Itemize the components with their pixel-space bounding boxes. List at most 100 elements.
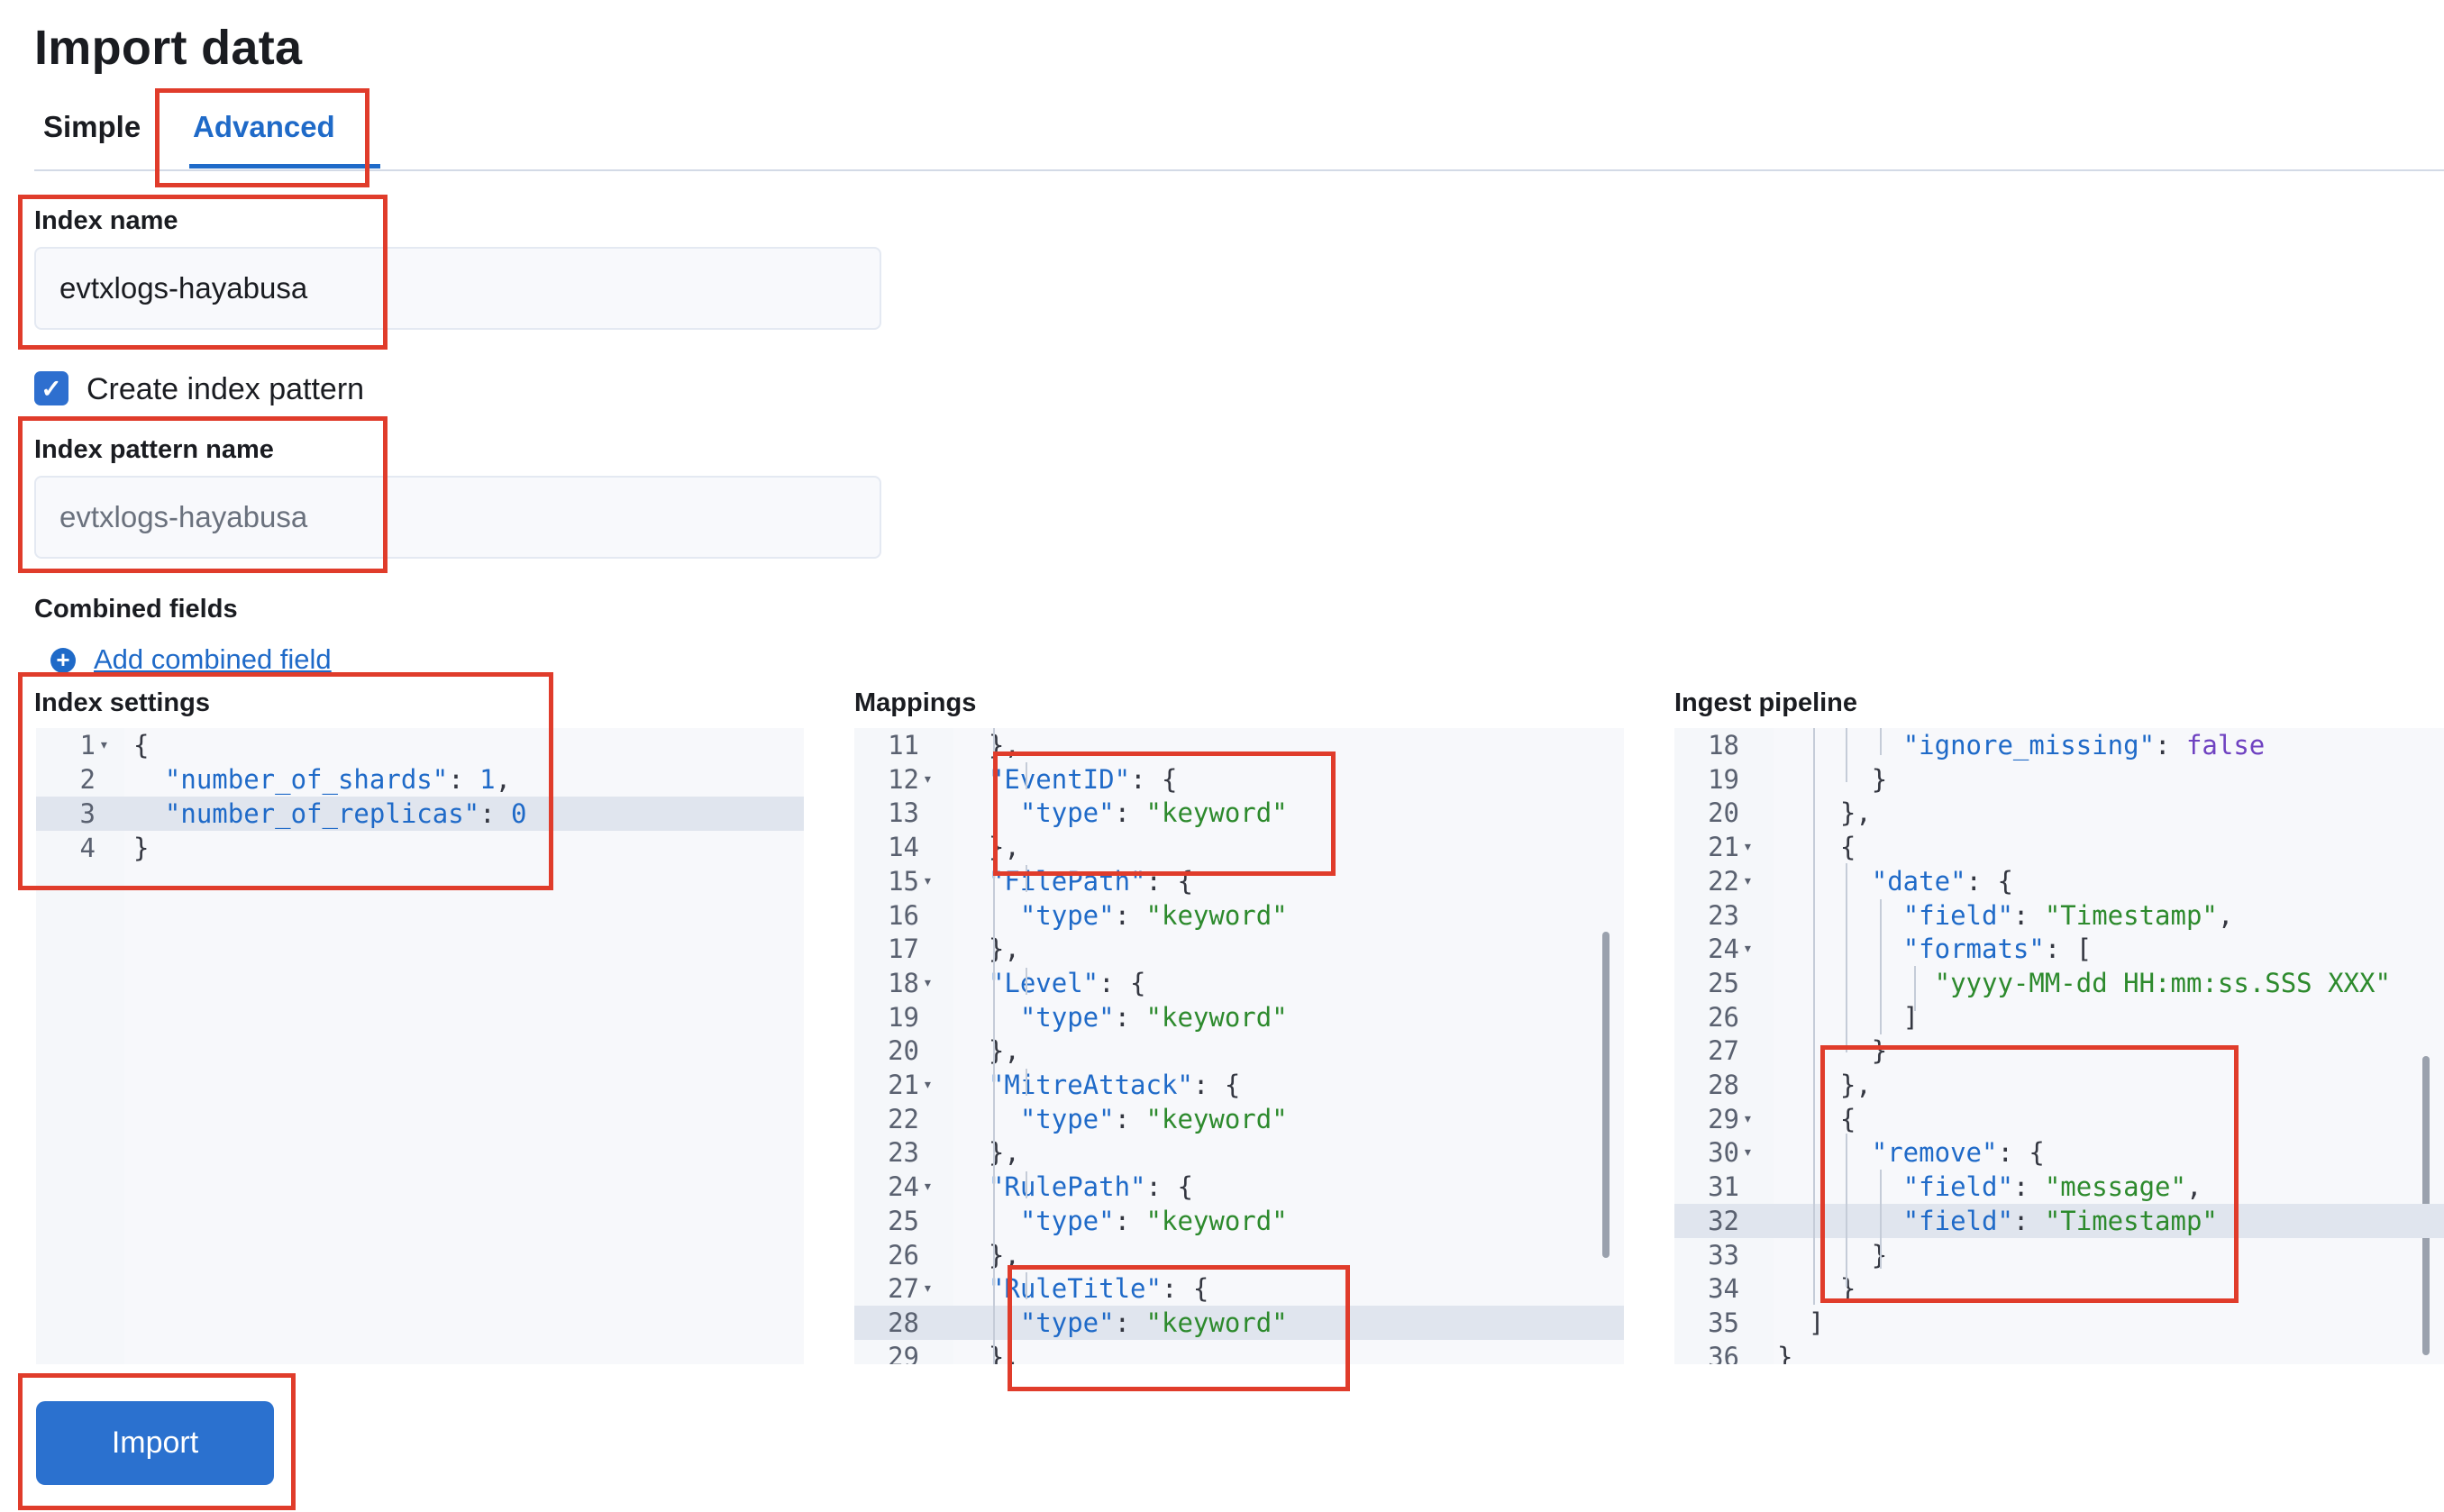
add-combined-field-link[interactable]: Add combined field [94,643,332,675]
code-text: } [1777,1034,1887,1068]
code-line: 25 "yyyy-MM-dd HH:mm:ss.SSS XXX" [1674,966,2444,1000]
code-token: }, [1777,797,1872,829]
fold-toggle-icon[interactable]: ▾ [923,1177,933,1197]
tab-simple[interactable]: Simple [43,110,141,143]
code-text: }, [957,830,1020,864]
code-line: 28 "type": "keyword" [854,1305,1624,1340]
line-number: 25 [888,1205,919,1236]
code-token: : [479,798,512,829]
code-line: 18 "ignore_missing": false [1674,728,2444,762]
code-text: "MitreAttack": { [957,1068,1240,1102]
code-token: } [1777,1341,1793,1364]
code-token: "type" [1019,1103,1115,1134]
code-token: : [1114,797,1146,829]
code-token: "formats" [1902,934,2045,965]
line-number: 23 [888,1137,919,1169]
code-token: { [1777,1103,1856,1134]
import-button[interactable]: Import [36,1401,274,1485]
code-token: "keyword" [1145,899,1288,931]
code-token: "EventID" [988,763,1131,795]
indent-guide [1846,1134,1847,1287]
code-text: } [1777,1271,1856,1306]
fold-toggle-icon[interactable]: ▾ [923,1279,933,1298]
line-number: 29 [888,1341,919,1364]
indent-guide [1914,966,1916,1011]
code-token [957,1070,989,1100]
code-token: "yyyy-MM-dd HH:mm:ss.SSS XXX" [1934,967,2391,998]
line-number: 36 [1708,1341,1739,1364]
code-line: 11 }, [854,728,1624,762]
code-token: , [2217,899,2234,931]
fold-toggle-icon[interactable]: ▾ [1743,939,1753,959]
line-number: 30 [1708,1137,1739,1169]
code-token: "type" [1019,1307,1115,1338]
fold-toggle-icon[interactable]: ▾ [1743,837,1753,857]
line-number: 3 [79,798,96,829]
index-pattern-name-label: Index pattern name [34,435,274,464]
code-text: "type": "keyword" [957,898,1288,933]
fold-toggle-icon[interactable]: ▾ [923,769,933,788]
code-text: "RuleTitle": { [957,1271,1208,1306]
code-token: }, [957,832,1020,863]
line-number: 14 [888,832,919,863]
code-line: 23 "field": "Timestamp", [1674,898,2444,933]
line-number: 27 [888,1273,919,1305]
code-token: "type" [1019,1001,1115,1033]
tab-advanced[interactable]: Advanced [193,110,335,143]
fold-toggle-icon[interactable]: ▾ [1743,1143,1753,1162]
fold-toggle-icon[interactable]: ▾ [99,735,109,754]
code-token [957,1104,1020,1134]
create-index-pattern-checkbox[interactable]: ✓ [34,371,68,405]
fold-toggle-icon[interactable]: ▾ [923,1075,933,1094]
indent-guide [1813,728,1815,1305]
code-line: 33 } [1674,1238,2444,1272]
code-token: }, [957,1341,1020,1364]
index-name-input[interactable]: evtxlogs-hayabusa [34,247,881,330]
code-token: : [ [2044,934,2093,965]
fold-toggle-icon[interactable]: ▾ [923,972,933,992]
line-number: 28 [888,1307,919,1338]
fold-toggle-icon[interactable]: ▾ [1743,870,1753,890]
code-text: "type": "keyword" [957,1204,1288,1238]
fold-toggle-icon[interactable]: ▾ [923,870,933,890]
indent-guide [1026,762,1027,789]
code-token: : [1114,1103,1146,1134]
code-text: "EventID": { [957,762,1178,797]
code-token: ] [1777,1001,1920,1033]
ingest-pipeline-label: Ingest pipeline [1674,688,1858,717]
code-token: : [2012,899,2045,931]
code-token [957,1206,1020,1236]
code-token [957,1171,989,1202]
line-number: 35 [1708,1307,1739,1338]
line-number: 26 [1708,1001,1739,1033]
index-settings-editor[interactable]: 1▾{2 "number_of_shards": 1,3 "number_of_… [36,728,804,1364]
code-line: 35 ] [1674,1306,2444,1340]
code-line: 19 } [1674,762,2444,797]
line-number: 4 [79,833,96,863]
code-token [1777,968,1935,998]
indent-guide [1026,1272,1027,1299]
code-text: "field": "message", [1777,1170,2202,1204]
line-number: 21 [888,1070,919,1100]
code-token: "type" [1019,899,1115,931]
code-token: } [133,833,150,863]
code-token: "Timestamp" [2044,1205,2218,1236]
code-token: 0 [511,798,527,829]
code-token: "number_of_replicas" [164,798,480,829]
mappings-scrollbar[interactable] [1602,932,1610,1258]
code-token: "RulePath" [988,1171,1146,1203]
mappings-editor[interactable]: 11 },12▾ "EventID": {13 "type": "keyword… [854,728,1624,1364]
index-pattern-name-input[interactable]: evtxlogs-hayabusa [34,476,881,559]
line-number: 27 [1708,1035,1739,1067]
indent-guide [1026,865,1027,892]
code-text: "field": "Timestamp" [1777,1204,2218,1238]
code-text: ] [1777,1000,1919,1034]
fold-toggle-icon[interactable]: ▾ [1743,1108,1753,1128]
code-token: : [1114,899,1146,931]
mappings-label: Mappings [854,688,977,717]
code-token [957,866,989,897]
indent-guide [1846,728,1847,782]
code-token: }, [957,1239,1020,1271]
code-token: ] [1777,1307,1825,1338]
